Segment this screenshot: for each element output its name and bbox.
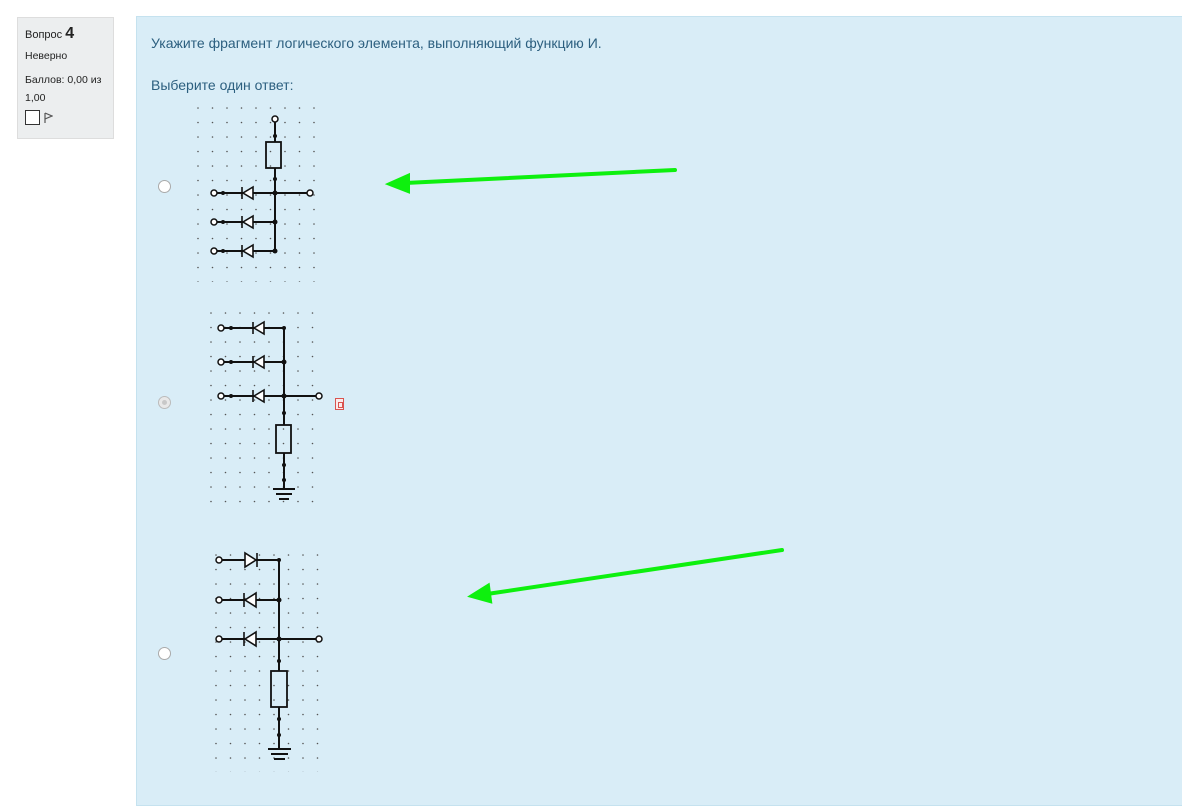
answer-circuit-2 xyxy=(207,307,337,507)
answer-radio-2[interactable] xyxy=(158,396,171,409)
flag-question[interactable] xyxy=(25,110,106,125)
answer-prompt: Выберите один ответ: xyxy=(151,77,293,93)
answer-radio-1[interactable] xyxy=(158,180,171,193)
question-number: Вопрос 4 xyxy=(25,25,106,43)
answer-radio-3[interactable] xyxy=(158,647,171,660)
question-text: Укажите фрагмент логического элемента, в… xyxy=(151,35,602,51)
flag-icon[interactable] xyxy=(43,112,53,124)
question-content: Укажите фрагмент логического элемента, в… xyxy=(136,16,1182,806)
answer-circuit-3 xyxy=(207,547,337,772)
answer-circuit-1 xyxy=(192,102,322,282)
question-state: Неверно xyxy=(25,50,106,62)
question-info-panel: Вопрос 4 Неверно Баллов: 0,00 из 1,00 xyxy=(17,17,114,139)
flag-checkbox[interactable] xyxy=(25,110,40,125)
question-grade: Баллов: 0,00 из 1,00 xyxy=(25,71,106,107)
question-label: Вопрос xyxy=(25,29,62,41)
question-number-value: 4 xyxy=(65,25,74,42)
